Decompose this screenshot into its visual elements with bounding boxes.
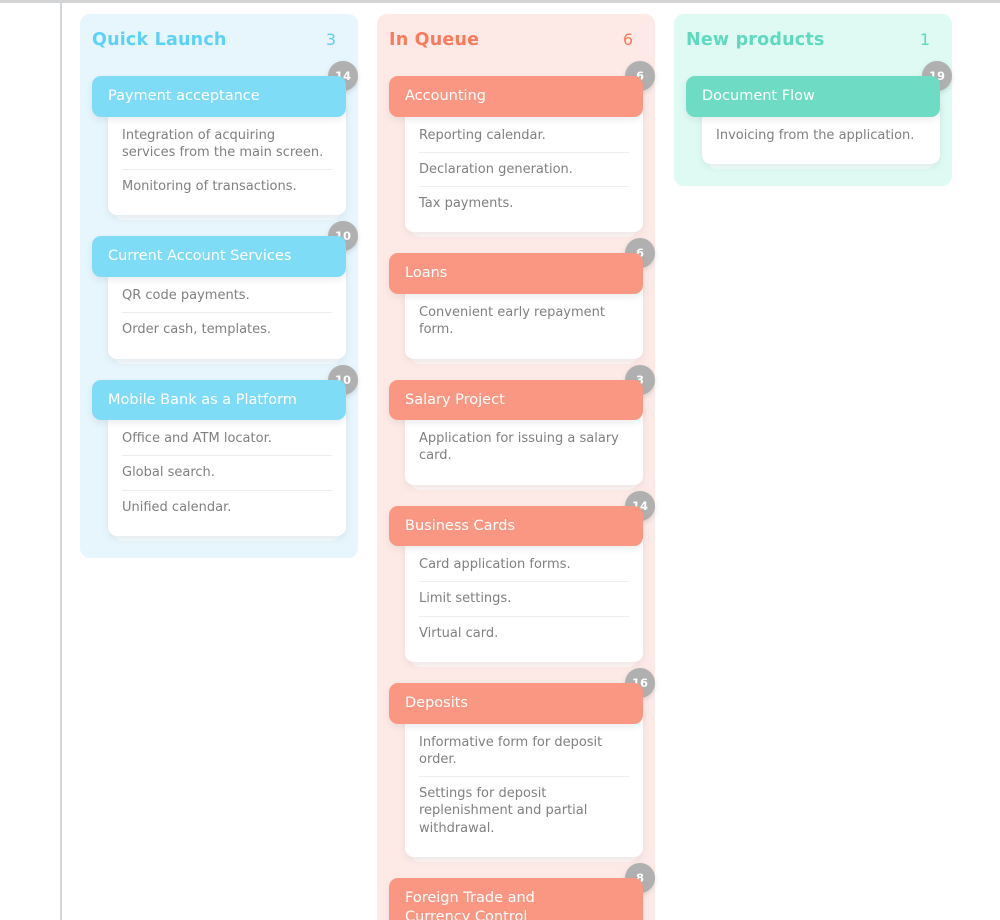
card-item[interactable]: Convenient early repayment form. bbox=[419, 304, 605, 338]
card-title-header[interactable]: Mobile Bank as a Platform bbox=[92, 379, 346, 421]
card-body: Informative form for deposit order. Setti… bbox=[405, 705, 643, 857]
card-item[interactable]: Limit settings. bbox=[419, 581, 629, 615]
column-count: 1 bbox=[919, 30, 930, 49]
card-item[interactable]: Application for issuing a salary card. bbox=[419, 431, 619, 464]
column-header-quick-launch: Quick Launch 3 bbox=[80, 14, 358, 76]
card-item[interactable]: Tax payments. bbox=[419, 186, 629, 220]
column-title: New products bbox=[686, 30, 825, 50]
card-title-header[interactable]: Salary Project bbox=[389, 379, 643, 421]
card-item[interactable]: Integration of acquiring services from t… bbox=[122, 127, 324, 160]
card-title: Loans bbox=[405, 265, 448, 282]
card-title: Business Cards bbox=[405, 517, 516, 534]
card-title-header[interactable]: Deposits bbox=[389, 683, 643, 724]
top-divider bbox=[0, 0, 1000, 3]
card-item[interactable]: Card application forms. bbox=[419, 557, 571, 573]
card-title: Accounting bbox=[405, 88, 486, 104]
column-count: 6 bbox=[622, 30, 633, 49]
column-header-in-queue: In Queue 6 bbox=[377, 14, 655, 76]
card-item[interactable]: Reporting calendar. bbox=[419, 127, 546, 143]
column-count: 3 bbox=[325, 30, 336, 49]
card-item[interactable]: Declaration generation. bbox=[419, 151, 629, 186]
card-item[interactable]: QR code payments. bbox=[122, 287, 250, 303]
column-header-new-products: New products 1 bbox=[674, 14, 952, 76]
card-item[interactable]: Office and ATM locator. bbox=[122, 431, 272, 447]
card-title-header[interactable]: Current Account Services bbox=[92, 236, 346, 277]
card-item[interactable]: Virtual card. bbox=[419, 615, 629, 650]
card-item[interactable]: Invoicing from the application. bbox=[716, 127, 915, 143]
card-item[interactable]: Global search. bbox=[122, 455, 332, 489]
card-item[interactable]: Settings for deposit replenishment and p… bbox=[419, 776, 629, 845]
card-title-header[interactable]: Document Flow bbox=[686, 76, 940, 117]
left-rail bbox=[0, 3, 60, 920]
column-title: Quick Launch bbox=[92, 30, 227, 50]
card-title-header[interactable]: Foreign Trade and Currency Control bbox=[389, 877, 643, 920]
card-title: Payment acceptance bbox=[108, 88, 260, 104]
card-title: Salary Project bbox=[405, 391, 505, 408]
card-title: Deposits bbox=[405, 695, 468, 711]
card-title: Mobile Bank as a Platform bbox=[108, 391, 297, 408]
card-title-header[interactable]: Business Cards bbox=[389, 505, 643, 547]
rail-divider bbox=[60, 3, 62, 920]
column-title: In Queue bbox=[389, 30, 480, 50]
card-body: Office and ATM locator. Global search.Uni… bbox=[108, 402, 346, 536]
card-title-header[interactable]: Accounting bbox=[389, 76, 643, 117]
card-title: Document Flow bbox=[702, 88, 815, 104]
card-body: Reporting calendar. Declaration generatio… bbox=[405, 98, 643, 233]
card-item[interactable]: Monitoring of transactions. bbox=[122, 169, 332, 203]
card-item[interactable]: Unified calendar. bbox=[122, 489, 332, 524]
card-title: Current Account Services bbox=[108, 248, 292, 265]
card-body: Card application forms. Limit settings.Vi… bbox=[405, 528, 643, 662]
card-title-header[interactable]: Payment acceptance bbox=[92, 76, 346, 117]
card-title-header[interactable]: Loans bbox=[389, 253, 643, 294]
card-body: Integration of acquiring services from t… bbox=[108, 98, 346, 216]
card-item[interactable]: Order cash, templates. bbox=[122, 312, 332, 346]
card-title: Foreign Trade and Currency Control bbox=[405, 889, 535, 920]
card-item[interactable]: Informative form for deposit order. bbox=[419, 734, 603, 767]
